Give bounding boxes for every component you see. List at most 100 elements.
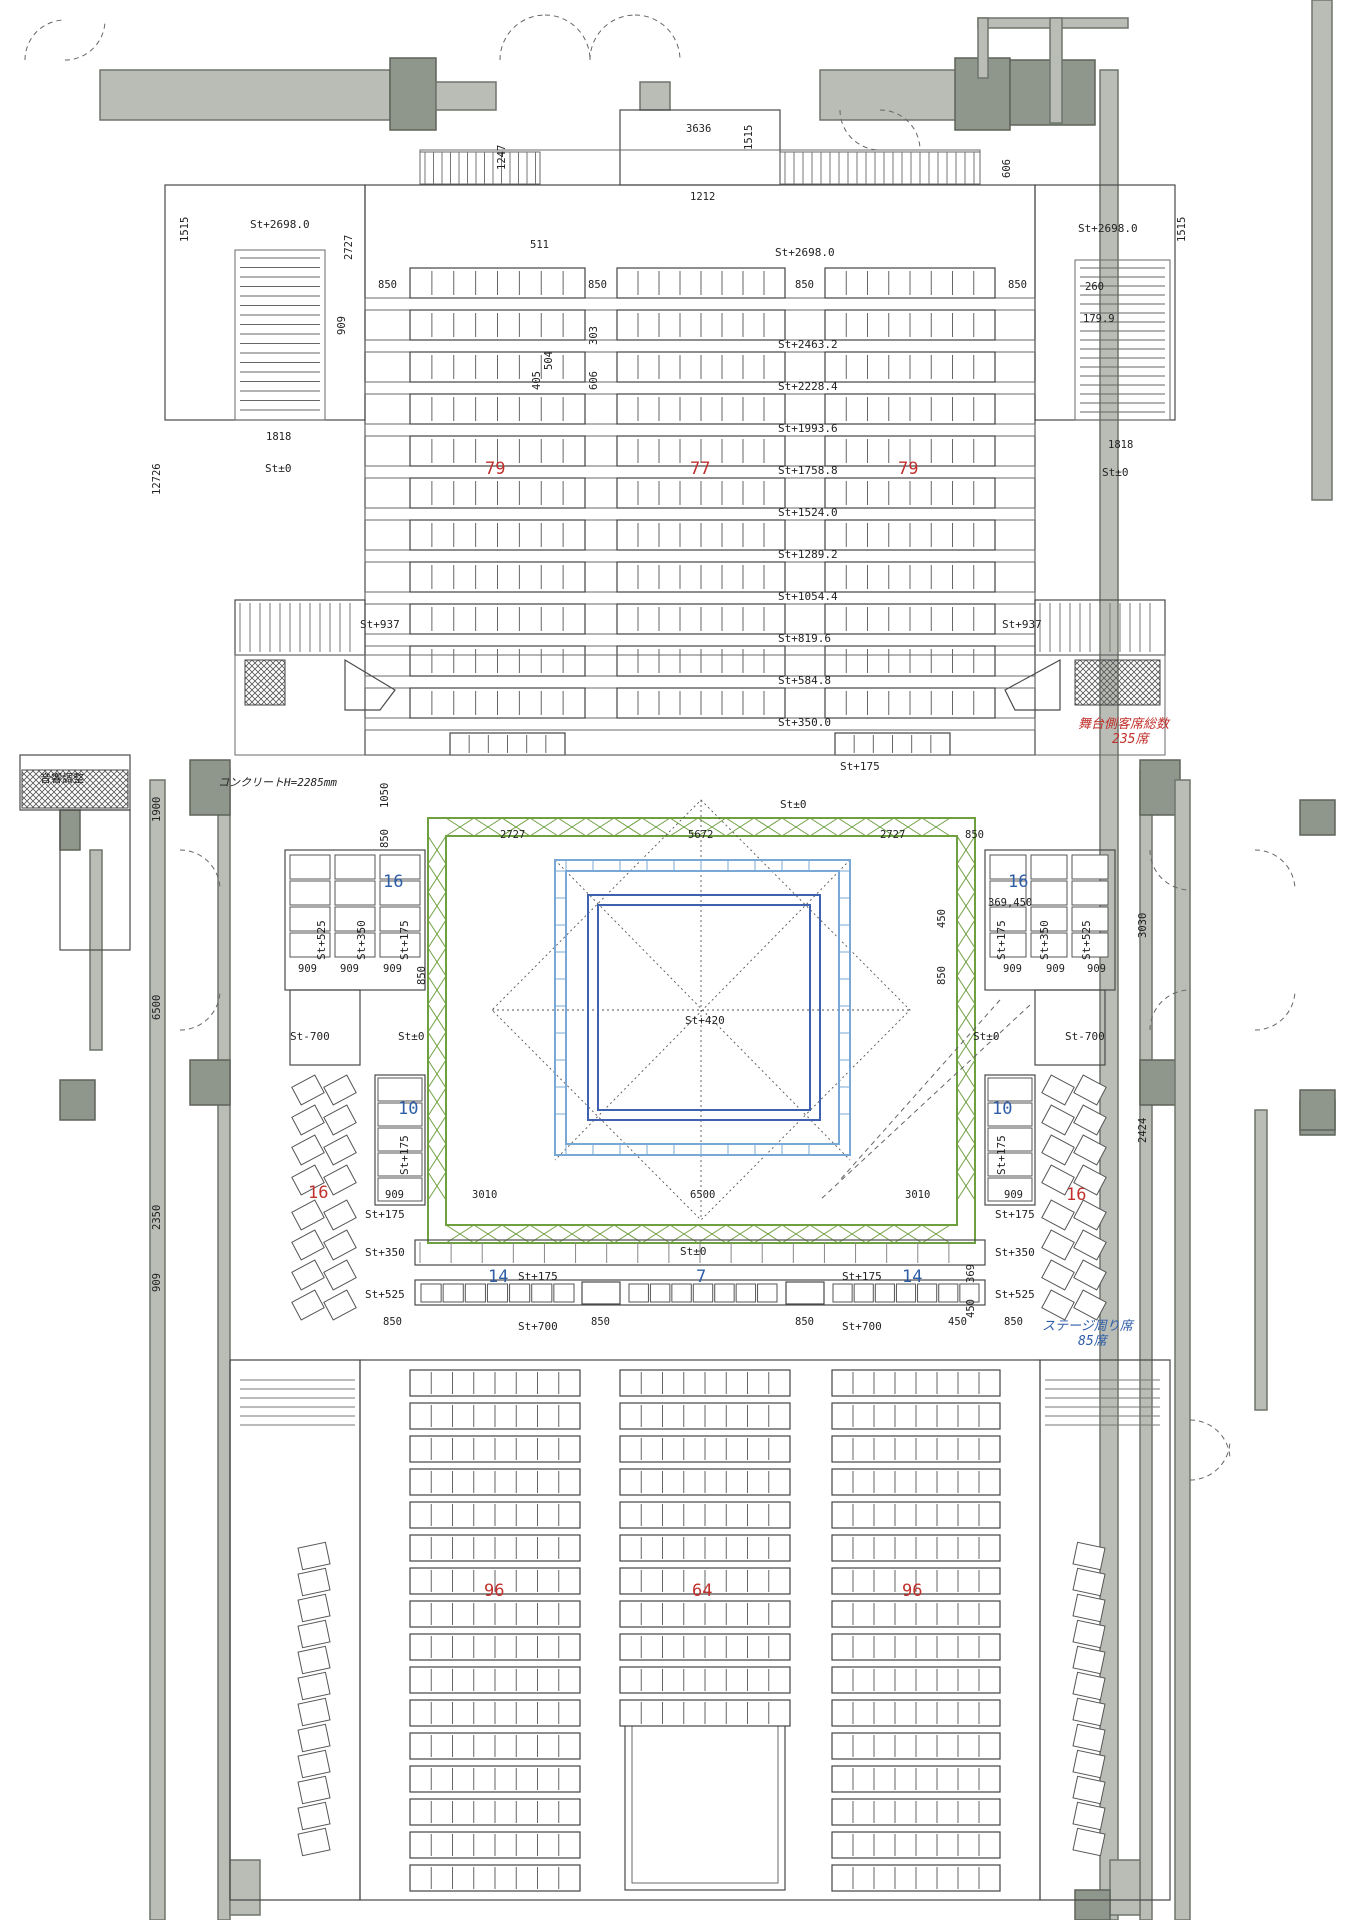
dim-1818-right: 1818: [1108, 439, 1133, 451]
side-seat: [297, 1827, 331, 1857]
front-seat: [832, 1283, 853, 1303]
truss-left-lattice: [427, 835, 447, 1201]
angled-seat: [291, 1199, 325, 1231]
dim-909-b: 909: [151, 1273, 163, 1292]
angled-seat: [1041, 1289, 1075, 1321]
front-seat: [442, 1283, 464, 1303]
concrete-note: コンクリートH=2285mm: [218, 776, 337, 789]
count-lower-left: 96: [484, 1581, 504, 1601]
angled-seat: [323, 1229, 357, 1261]
dim-850-e: 850: [379, 829, 391, 848]
count-box-left-lower: 16: [308, 1183, 328, 1203]
count-box-left-upper: 16: [383, 872, 403, 892]
dim-2727-left: 2727: [500, 829, 525, 841]
truss-member: [956, 1171, 976, 1201]
stand-aisle-row: [364, 549, 1036, 563]
level-525-r: St+525: [1080, 920, 1093, 960]
box-seat: [334, 854, 376, 880]
angled-seat: [1041, 1104, 1075, 1136]
truss-member: [956, 835, 976, 865]
level-350-r: St+350: [1038, 920, 1051, 960]
angled-seat: [291, 1229, 325, 1261]
count-upper-right: 79: [898, 459, 918, 479]
box-left-upper: [284, 849, 426, 991]
front-seat: [649, 1283, 671, 1303]
box-seat: [334, 906, 376, 932]
side-seat: [297, 1671, 331, 1701]
box-seat: [377, 1127, 423, 1152]
level-rl525: St+525: [995, 1288, 1035, 1301]
box-right-mid-seats: [987, 1077, 1033, 1202]
level-stage-top: St±0: [780, 798, 807, 811]
dim-1818-left: 1818: [266, 431, 291, 443]
dim-369: 369: [965, 1264, 977, 1283]
building-walls: [59, 0, 1336, 1920]
side-seat: [297, 1697, 331, 1727]
truss-member: [669, 817, 699, 837]
angled-seat: [1073, 1289, 1107, 1321]
lower-stand-seats: [409, 1369, 1001, 1892]
dim-850-b: 850: [588, 279, 607, 291]
truss-member: [427, 1115, 447, 1145]
level-r5: St+1758.8: [778, 464, 838, 477]
dim-606-top: 606: [1001, 159, 1013, 178]
truss-member: [956, 891, 976, 921]
truss-member: [837, 817, 867, 837]
angled-seat: [1073, 1199, 1107, 1231]
dim-850-a: 850: [378, 279, 397, 291]
angled-seat: [1041, 1229, 1075, 1261]
front-seat: [464, 1283, 486, 1303]
dim-450-a: 450: [936, 909, 948, 928]
truss-member: [753, 817, 783, 837]
side-seat: [1072, 1671, 1106, 1701]
level-r10: St+584.8: [778, 674, 831, 687]
truss-member: [445, 817, 475, 837]
front-seat: [420, 1283, 442, 1303]
stand-aisle-row: [364, 297, 1036, 311]
angled-seat: [323, 1134, 357, 1166]
count-front-center: 7: [696, 1267, 706, 1287]
truss-member: [557, 817, 587, 837]
level-stage-center: St+420: [685, 1014, 725, 1027]
side-seat: [1072, 1801, 1106, 1831]
dim-1515-left: 1515: [179, 217, 191, 242]
truss-member: [427, 835, 447, 865]
level-937-left: St+937: [360, 618, 400, 631]
truss-member: [865, 817, 895, 837]
box-seat: [987, 1127, 1033, 1152]
angled-seat: [1041, 1134, 1075, 1166]
box-seat: [1030, 906, 1068, 932]
dim-909-h: 909: [1087, 963, 1106, 975]
box-seat: [379, 932, 421, 958]
dim-850-g: 850: [416, 966, 428, 985]
dim-909: 909: [336, 316, 348, 335]
dim-405: 405: [531, 371, 543, 390]
front-seat: [671, 1283, 692, 1303]
dim-909-c: 909: [298, 963, 317, 975]
box-seat: [379, 880, 421, 906]
truss-top-lattice: [445, 817, 951, 837]
box-seat: [1071, 880, 1109, 906]
level-700-r: St+700: [842, 1320, 882, 1333]
truss-member: [427, 863, 447, 893]
side-seat: [1072, 1723, 1106, 1753]
angled-seat: [1041, 1074, 1075, 1106]
angled-seat: [323, 1199, 357, 1231]
box-seat: [377, 1152, 423, 1177]
dim-909-i: 909: [385, 1189, 404, 1201]
front-seat: [486, 1283, 509, 1303]
side-seat: [297, 1567, 331, 1597]
front-seat: [509, 1283, 531, 1303]
dim-1050: 1050: [379, 783, 391, 808]
level-m700-left: St-700: [290, 1030, 330, 1043]
level-ll175: St+175: [365, 1208, 405, 1221]
box-right-upper-seats: [989, 854, 1109, 958]
truss-member: [956, 947, 976, 977]
lower-stand-side-seats: [240, 1379, 1160, 1857]
truss-member: [956, 863, 976, 893]
level-r8: St+1054.4: [778, 590, 838, 603]
truss-member: [427, 947, 447, 977]
dim-369-450: 369,450: [988, 897, 1032, 909]
stand-aisle-row: [364, 339, 1036, 353]
front-seat: [735, 1283, 757, 1303]
